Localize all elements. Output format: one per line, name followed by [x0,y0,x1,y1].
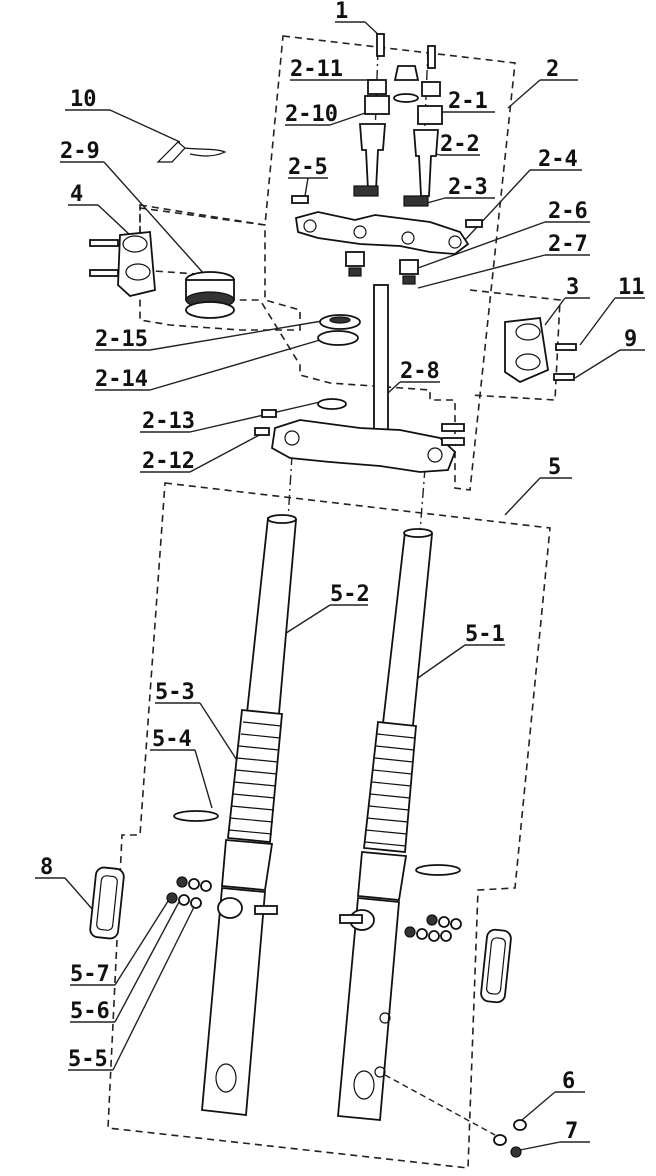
steering-stem [373,284,389,436]
nut-part [393,65,420,81]
washer-part [178,894,190,906]
bolt-part [465,219,483,228]
callout-2-13: 2-13 [142,409,195,434]
bolt-part [261,409,277,418]
callout-2-2: 2-2 [440,132,480,157]
callout-6: 6 [562,1069,575,1094]
callout-10: 10 [70,87,97,112]
callout-2-7: 2-7 [548,232,588,257]
clamp-part [367,79,387,95]
bolt-part [553,373,575,381]
callout-2-8: 2-8 [400,359,440,384]
clamp-part [417,105,443,125]
callout-2-11: 2-11 [290,57,343,82]
parts [89,33,577,1158]
handlebar-clamp-right [504,317,549,384]
clip-part [156,141,227,163]
callout-2-10: 2-10 [285,102,338,127]
washer-part [393,93,419,103]
callout-2-5: 2-5 [288,155,328,180]
group-9-outline [139,204,301,331]
callout-7: 7 [565,1119,578,1144]
fork-slider-top-right [357,851,408,901]
fork-tube-right [381,531,433,736]
bushing-part [399,259,419,275]
clamp-part [421,81,441,97]
bolt-part [254,905,278,915]
callout-labels: 1 2 2-11 2-10 2-1 2-2 2-5 2-3 2-4 2-6 2-… [40,0,645,1144]
callout-4: 4 [70,182,83,207]
callout-5-3: 5-3 [155,680,195,705]
reflector-left [89,866,125,940]
callout-3: 3 [566,275,579,300]
callout-2-6: 2-6 [548,199,588,224]
fork-tube-left [245,517,297,726]
callout-2-15: 2-15 [95,327,148,352]
bolt-part [441,437,465,446]
callout-2: 2 [546,57,559,82]
riser-post-part [413,129,439,197]
callout-9: 9 [624,327,637,352]
clamp-part [364,95,390,115]
callout-5-5: 5-5 [68,1047,108,1072]
callout-2-1: 2-1 [448,89,488,114]
bushing-part [345,251,365,267]
rubber-part [353,185,379,197]
rubber-part [403,195,429,207]
bolt-part [427,45,436,69]
bolt-part [441,423,465,432]
nut-part [166,892,178,904]
oring-part [415,864,461,876]
callout-2-9: 2-9 [60,139,100,164]
washer-part [317,398,347,410]
fork-slider-right [337,897,400,1121]
bushing-part [402,275,416,285]
fork-slider-top-left [221,839,274,891]
riser-post-part [359,123,386,191]
bolt-part [89,269,119,277]
callout-2-14: 2-14 [95,367,148,392]
callout-5: 5 [548,455,561,480]
callout-5-2: 5-2 [330,582,370,607]
bolt-part [555,343,577,351]
fork-boot-left [227,709,283,843]
axle-clamp-left [217,897,243,919]
upper-triple-clamp [294,211,470,255]
bolt-part [376,33,385,57]
oring-part [173,810,219,822]
bearing-part [317,330,359,346]
group-3-outline [469,289,561,401]
callout-2-12: 2-12 [142,449,195,474]
washer-part [190,897,202,909]
fork-slider-left [201,887,266,1116]
callout-5-7: 5-7 [70,962,110,987]
bolt-part [254,427,270,436]
washer-part [493,1134,507,1146]
callout-11: 11 [618,275,645,300]
bolt-part [339,914,363,924]
nut-part [510,1146,522,1158]
callout-5-6: 5-6 [70,999,110,1024]
clip-part [513,1119,527,1131]
callout-1: 1 [335,0,348,24]
callout-5-1: 5-1 [465,622,505,647]
group-2-outline [139,35,516,491]
callout-5-4: 5-4 [152,727,192,752]
bolt-part [291,195,309,204]
callout-8: 8 [40,855,53,880]
group-5-outline [107,482,551,1169]
bushing-part [348,267,362,277]
callout-2-3: 2-3 [448,175,488,200]
lower-triple-clamp [271,419,457,473]
bolt-part [89,239,119,247]
reflector-right [480,928,512,1004]
callout-2-4: 2-4 [538,147,578,172]
